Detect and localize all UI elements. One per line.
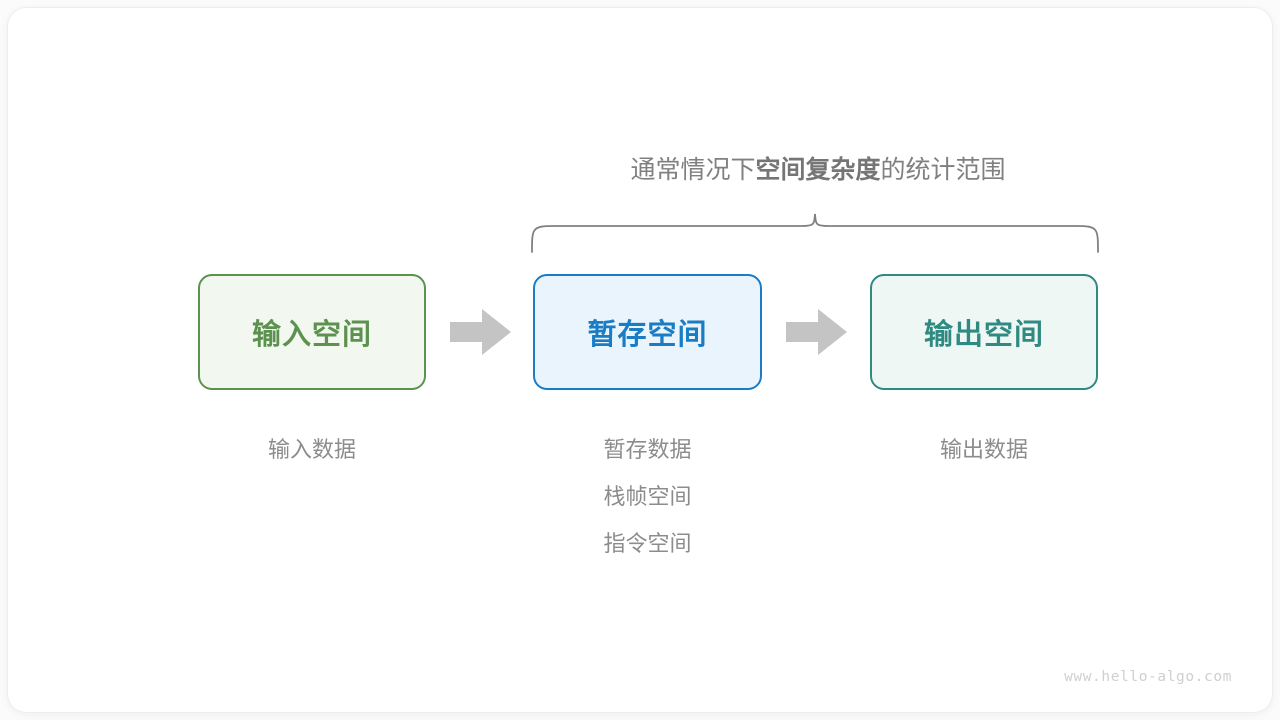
caption-line: 指令空间 — [603, 531, 692, 556]
caption-input-space: 输入数据 — [198, 426, 426, 473]
diagram-card: 通常情况下空间复杂度的统计范围 输入空间 暂存空间 输出空间 输入数据 — [8, 8, 1272, 712]
caption-temp-space: 暂存数据 栈帧空间 指令空间 — [533, 426, 762, 567]
arrow-right-icon — [450, 309, 511, 355]
box-input-space: 输入空间 — [198, 274, 426, 390]
brace-caption-emphasis: 空间复杂度 — [755, 156, 881, 184]
box-output-space: 输出空间 — [870, 274, 1098, 390]
brace-caption: 通常情况下空间复杂度的统计范围 — [428, 152, 1208, 188]
caption-line: 栈帧空间 — [603, 484, 692, 509]
brace-caption-suffix: 的统计范围 — [880, 156, 1006, 184]
caption-output-space: 输出数据 — [870, 426, 1098, 473]
arrow-right-icon — [786, 309, 847, 355]
box-temp-space: 暂存空间 — [533, 274, 762, 390]
brace-caption-prefix: 通常情况下 — [630, 156, 756, 184]
caption-line: 输入数据 — [267, 437, 356, 462]
box-temp-space-label: 暂存空间 — [587, 319, 708, 351]
caption-line: 输出数据 — [939, 437, 1028, 462]
watermark: www.hello-algo.com — [1064, 669, 1232, 685]
box-input-space-label: 输入空间 — [251, 319, 372, 351]
box-output-space-label: 输出空间 — [923, 319, 1044, 351]
caption-line: 暂存数据 — [603, 437, 692, 462]
curly-brace-icon — [531, 213, 1099, 253]
